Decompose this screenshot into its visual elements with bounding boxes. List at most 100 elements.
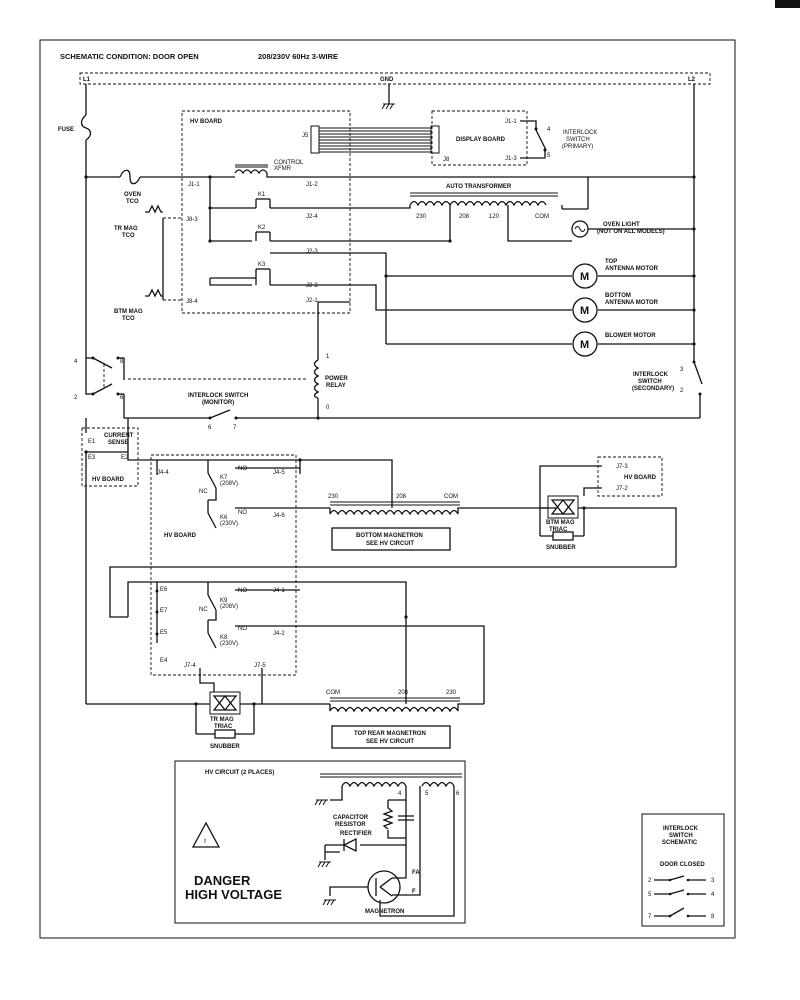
k6-label-2: (230V) <box>220 521 238 527</box>
left-switch-pin-2: 2 <box>74 395 78 401</box>
k9-k8-contacts <box>207 582 485 704</box>
btm-triac-label-2: TRIAC <box>549 527 568 533</box>
supply-bus <box>79 72 711 85</box>
relay-k2-label: K2 <box>258 225 266 231</box>
interlock-row-2: 5 4 <box>648 889 715 898</box>
current-sense-board-label: HV BOARD <box>92 477 125 483</box>
f-label: F <box>412 889 416 895</box>
btm-snubber <box>552 531 574 541</box>
no-label-1: NO <box>238 466 247 472</box>
monitor-label-2: (MONITOR) <box>202 400 234 406</box>
left-switch-pin-8: 8 <box>120 359 124 365</box>
top-antenna-label-2: ANTENNA MOTOR <box>605 266 659 272</box>
hv-tap-6: 6 <box>456 791 460 797</box>
ribbon-cable <box>319 127 431 153</box>
top-antenna-motor <box>572 263 598 289</box>
tr-triac-symbol <box>209 691 241 715</box>
oven-light-label-2: (NOT ON ALL MODELS) <box>597 229 665 235</box>
l2-wire <box>693 84 701 418</box>
control-xfmr-coil <box>234 169 268 175</box>
k7-k6-contacts <box>207 460 330 529</box>
monitor-label-1: INTERLOCK SWITCH <box>188 393 248 399</box>
btm-snubber-label: SNUBBER <box>546 545 576 551</box>
primary-interlock-blade <box>535 129 547 151</box>
hv-board-top-title: HV BOARD <box>190 119 223 125</box>
pin-j84: J8-4 <box>186 299 198 305</box>
oven-tco-label-2: TCO <box>126 199 139 205</box>
svg-text:5: 5 <box>648 892 652 898</box>
k7-label-1: K7 <box>220 475 228 481</box>
hv-mid-j42: J4-2 <box>273 631 285 637</box>
interlock-row-3: 7 8 <box>648 907 715 920</box>
hv-mid-j46: J4-6 <box>273 513 285 519</box>
secondary-label-2: SWITCH <box>638 379 662 385</box>
power-relay-pin-1: 1 <box>326 354 330 360</box>
k9-label-2: (208V) <box>220 604 238 610</box>
bus-l2-label: L2 <box>688 77 696 83</box>
tr-triac-label-1: TR MAG <box>210 717 234 723</box>
power-relay-pin-0: 0 <box>326 405 330 411</box>
secondary-pin-3: 3 <box>680 367 684 373</box>
current-sense-title-1: CURRENT <box>104 433 134 439</box>
btm-mag-tco-label-1: BTM MAG <box>114 309 143 315</box>
capacitor-symbol <box>398 815 414 821</box>
top-mag-tap-com: COM <box>326 690 340 696</box>
schematic-condition-title: SCHEMATIC CONDITION: DOOR OPEN <box>60 52 199 61</box>
hv-mid-j44: J4-4 <box>157 470 169 476</box>
bottom-mag-tap-com: COM <box>444 494 458 500</box>
btm-triac-label-1: BTM MAG <box>546 520 575 526</box>
display-board-title: DISPLAY BOARD <box>456 137 506 143</box>
primary-pin-4: 4 <box>547 127 551 133</box>
top-magnetron-coil <box>329 706 459 713</box>
pin-j12: J1-2 <box>306 182 318 188</box>
hv-ground-1 <box>314 799 329 806</box>
btm-triac-board-label: HV BOARD <box>624 475 657 481</box>
secondary-pin-2: 2 <box>680 388 684 394</box>
secondary-switch-blade <box>693 361 703 385</box>
magnetron-symbol <box>367 870 401 904</box>
hv-tap-4: 4 <box>398 791 402 797</box>
auto-transformer-title: AUTO TRANSFORMER <box>446 184 512 190</box>
monitor-pin-6: 6 <box>208 425 212 431</box>
relay-k3-label: K3 <box>258 262 266 268</box>
relay-k2-contact <box>255 232 350 242</box>
primary-pin-5: 5 <box>547 153 551 159</box>
svg-text:8: 8 <box>711 914 715 920</box>
top-antenna-label-1: TOP <box>605 259 617 265</box>
fuse-label: FUSE <box>58 127 74 133</box>
hv-circuit-title: HV CIRCUIT (2 PLACES) <box>205 770 274 776</box>
hv-mid-j41: J4-1 <box>273 588 285 594</box>
hv-mid-j75: J7-5 <box>254 663 266 669</box>
hv-mid-j74: J7-4 <box>184 663 196 669</box>
power-relay-label-1: POWER <box>325 376 348 382</box>
left-switch-pin-4: 4 <box>74 359 78 365</box>
relay-k1-contact <box>252 199 350 209</box>
current-sense-e3: E3 <box>88 455 96 461</box>
bottom-magnetron-label-2: SEE HV CIRCUIT <box>366 541 414 547</box>
bottom-antenna-motor-m: M <box>580 305 589 317</box>
top-magnetron-box <box>331 725 451 749</box>
motor-feeds <box>350 228 694 345</box>
pin-j11: J1-1 <box>188 182 200 188</box>
svg-text:4: 4 <box>711 892 715 898</box>
display-pin-j11: J1-1 <box>505 119 517 125</box>
pin-j5: J5 <box>302 133 309 139</box>
hv-board-mid <box>150 454 297 676</box>
k9-label-1: K9 <box>220 598 228 604</box>
tr-mag-tco-label-1: TR MAG <box>114 226 138 232</box>
hv-circuit-panel <box>174 760 466 924</box>
left-switch-wire <box>85 357 125 395</box>
hv-ground-2 <box>317 861 332 868</box>
relay-bus <box>209 177 252 286</box>
control-xfmr-label-2: XFMR <box>274 166 292 172</box>
top-mag-tap-230: 230 <box>446 690 457 696</box>
svg-text:7: 7 <box>648 914 652 920</box>
tr-mag-tco-label-2: TCO <box>122 233 135 239</box>
top-magnetron-label-1: TOP REAR MAGNETRON <box>354 731 426 737</box>
interlock-schematic-panel <box>641 813 725 927</box>
power-relay-coil <box>313 359 320 399</box>
power-relay-label-2: RELAY <box>326 383 346 389</box>
hv-mid-title: HV BOARD <box>164 533 197 539</box>
tr-mag-tco-symbol <box>145 204 163 214</box>
